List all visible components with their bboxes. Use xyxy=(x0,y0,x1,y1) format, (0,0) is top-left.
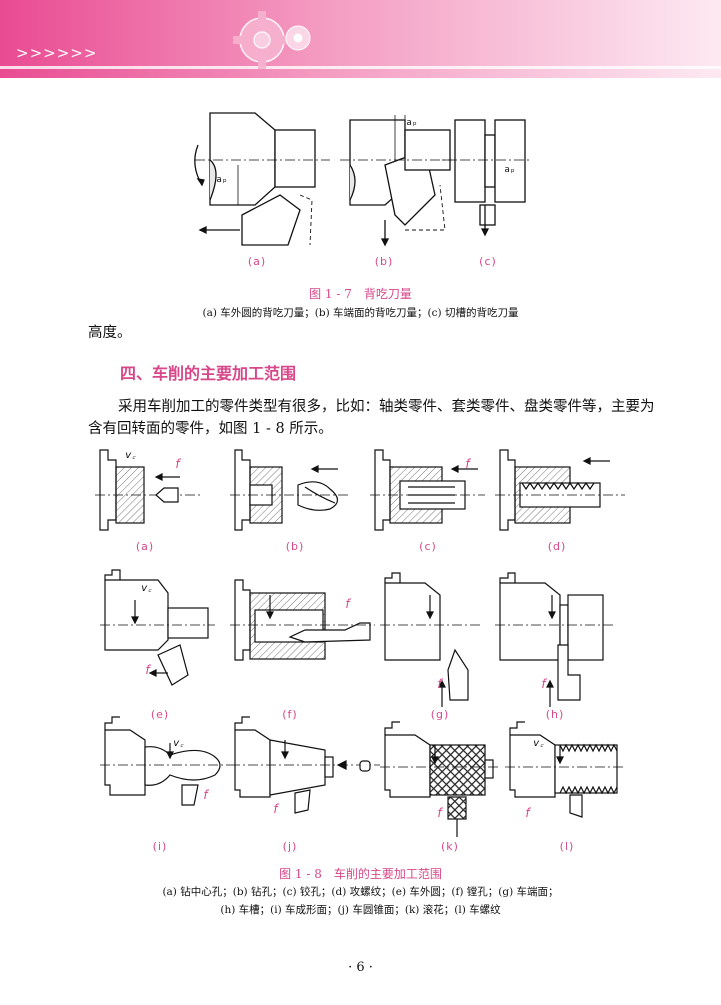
figure-1-7-label-a: (a) xyxy=(247,255,267,268)
section-heading: 四、车削的主要加工范围 xyxy=(120,364,297,383)
figure-1-8-label-h: (h) xyxy=(545,708,565,721)
diagram-h-grooving xyxy=(495,572,615,707)
diagram-f-boring xyxy=(230,579,375,661)
figure-1-8-label-b: (b) xyxy=(285,540,305,553)
figure-1-8-label-f: (f) xyxy=(282,708,298,721)
figure-1-8-label-l: (l) xyxy=(559,840,575,853)
diagram-g-facing xyxy=(380,572,480,707)
symbol-ap-a: aₚ xyxy=(216,175,228,185)
figure-1-7-subcaption: (a) 车外圆的背吃刀量；(b) 车端面的背吃刀量；(c) 切槽的背吃刀量 xyxy=(202,307,519,319)
figure-1-8-subcaption-1: (a) 钻中心孔；(b) 钻孔；(c) 铰孔；(d) 攻螺纹；(e) 车外圆；(… xyxy=(162,886,559,898)
symbol-vc-l: v꜀ xyxy=(533,738,545,749)
figure-1-8-label-g: (g) xyxy=(430,708,450,721)
diagram-k-knurling xyxy=(380,721,500,837)
symbol-f-h: f xyxy=(541,677,547,691)
diagram-a-outer-turning xyxy=(194,112,330,246)
diagram-b-drilling xyxy=(230,449,350,531)
symbol-f-a: f xyxy=(175,457,181,471)
figure-1-8-label-k: (k) xyxy=(441,840,459,853)
symbol-f-j: f xyxy=(273,802,279,816)
figure-1-7-caption: 图 1 - 7 背吃刀量 xyxy=(309,287,412,301)
paragraph-line-1: 采用车削加工的零件类型有很多，比如：轴类零件、套类零件、盘类零件等，主要为 xyxy=(118,399,655,415)
figure-1-8-label-j: (j) xyxy=(282,840,298,853)
diagram-c-grooving xyxy=(442,119,532,237)
symbol-vc-i: v꜀ xyxy=(173,738,185,749)
symbol-vc-e: v꜀ xyxy=(141,583,153,594)
symbol-vc-a: v꜀ xyxy=(125,450,137,461)
page-number: · 6 · xyxy=(348,960,373,975)
figure-1-7-diagram xyxy=(194,112,532,247)
header-chevrons: >>>>>> xyxy=(16,44,98,62)
diagram-e-outer-turning xyxy=(100,569,215,686)
figure-1-7-label-c: (c) xyxy=(479,255,497,268)
diagram-l-threading xyxy=(505,721,625,818)
figure-1-8-label-c: (c) xyxy=(419,540,437,553)
symbol-ap-b: aₚ xyxy=(406,118,418,128)
figure-1-8-diagram xyxy=(95,449,625,837)
symbol-f-f: f xyxy=(345,597,351,611)
symbol-f-k: f xyxy=(437,806,443,820)
diagram-i-form-turning xyxy=(100,716,230,806)
figure-1-8-label-i: (i) xyxy=(152,840,168,853)
symbol-ap-c: aₚ xyxy=(504,165,516,175)
figure-1-7-label-b: (b) xyxy=(374,255,394,268)
figure-1-8-label-e: (e) xyxy=(150,708,170,721)
diagram-c-reaming xyxy=(370,449,485,531)
diagram-b-facing xyxy=(340,115,465,247)
diagram-d-tapping xyxy=(495,449,625,531)
symbol-f-c: f xyxy=(465,457,471,471)
figure-1-8-label-d: (d) xyxy=(547,540,567,553)
figure-1-8-caption: 图 1 - 8 车削的主要加工范围 xyxy=(279,867,442,881)
figure-1-8-subcaption-2: (h) 车槽；(i) 车成形面；(j) 车圆锥面；(k) 滚花；(l) 车螺纹 xyxy=(220,904,501,916)
diagram-j-taper-turning xyxy=(230,716,380,814)
symbol-f-g: f xyxy=(437,677,443,691)
symbol-f-l: f xyxy=(525,806,531,820)
text-line-top: 高度。 xyxy=(88,325,132,341)
symbol-f-i: f xyxy=(203,788,209,802)
paragraph-line-2: 含有回转面的零件，如图 1 - 8 所示。 xyxy=(88,421,333,437)
header-band xyxy=(0,0,721,78)
figure-1-8-label-a: (a) xyxy=(135,540,155,553)
gear-small-icon xyxy=(285,25,311,51)
diagram-a-center-drilling xyxy=(95,449,200,531)
symbol-f-e: f xyxy=(145,663,151,677)
